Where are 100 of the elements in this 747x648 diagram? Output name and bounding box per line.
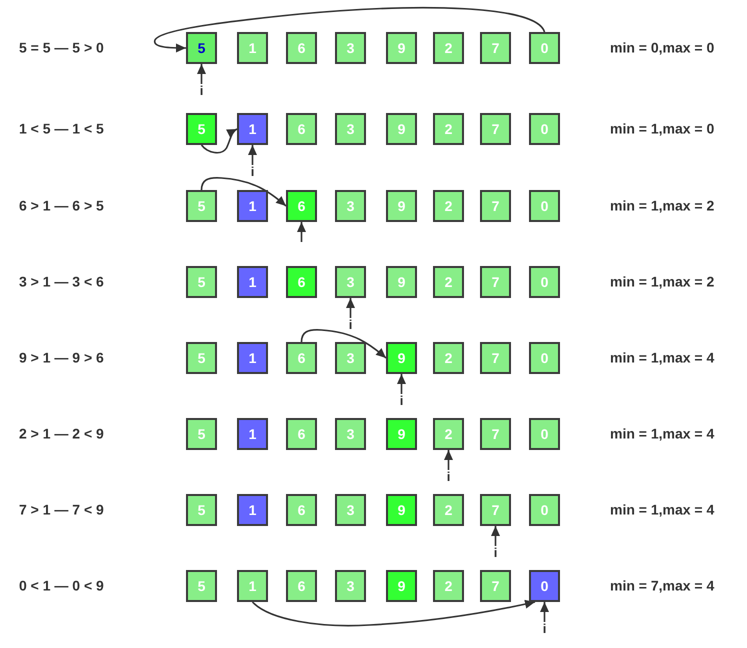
array-cell: 2 xyxy=(433,266,464,298)
array-cell: 6 xyxy=(286,342,317,374)
array-cell: 5 xyxy=(186,113,217,145)
array-cell: 6 xyxy=(286,570,317,602)
array-cell: 0 xyxy=(529,113,560,145)
min-max-text: min = 1,max = 2 xyxy=(610,196,714,216)
arrow xyxy=(248,145,257,165)
array-cell: 2 xyxy=(433,342,464,374)
array-cell: 5 xyxy=(186,418,217,450)
min-max-text: min = 1,max = 0 xyxy=(610,120,714,138)
pointer-label: i xyxy=(196,84,206,98)
pointer-label: i xyxy=(396,394,406,408)
array-cell: 9 xyxy=(386,190,417,222)
array-cell: 0 xyxy=(529,494,560,526)
arrow xyxy=(444,450,453,470)
array-cell: 3 xyxy=(335,113,366,145)
array-cell: 1 xyxy=(237,418,268,450)
arrow xyxy=(397,374,406,394)
array-cell: 2 xyxy=(433,418,464,450)
array-cell: 2 xyxy=(433,494,464,526)
array-cell: 1 xyxy=(237,494,268,526)
array-cell: 2 xyxy=(433,190,464,222)
array-cell: 5 xyxy=(186,494,217,526)
array-cell: 9 xyxy=(386,494,417,526)
array-cell: 7 xyxy=(480,113,511,145)
array-cell: 7 xyxy=(480,494,511,526)
array-cell: 9 xyxy=(386,342,417,374)
comparison-text: 6 > 1 — 6 > 5 xyxy=(19,196,104,216)
array-cell: 9 xyxy=(386,570,417,602)
curved-arrow xyxy=(200,177,287,207)
array-cell: 5 xyxy=(186,266,217,298)
comparison-text: 3 > 1 — 3 < 6 xyxy=(19,272,104,292)
comparison-text: 9 > 1 — 9 > 6 xyxy=(19,348,104,368)
array-cell: 0 xyxy=(529,570,560,602)
curved-arrow xyxy=(154,7,546,52)
pointer-label: i xyxy=(540,622,550,636)
array-cell: 1 xyxy=(237,266,268,298)
curved-arrow xyxy=(252,600,536,626)
array-cell: 6 xyxy=(286,190,317,222)
array-cell: 2 xyxy=(433,570,464,602)
array-cell: 2 xyxy=(433,113,464,145)
array-cell: 1 xyxy=(237,570,268,602)
array-cell: 5 xyxy=(186,342,217,374)
array-cell: 7 xyxy=(480,570,511,602)
array-cell: 7 xyxy=(480,266,511,298)
array-cell: 0 xyxy=(529,32,560,64)
comparison-text: 5 = 5 — 5 > 0 xyxy=(19,38,104,58)
min-max-text: min = 1,max = 4 xyxy=(610,424,714,444)
pointer-label: i xyxy=(346,318,356,332)
array-cell: 0 xyxy=(529,190,560,222)
array-cell: 7 xyxy=(480,342,511,374)
arrow xyxy=(491,526,500,546)
pointer-label: i xyxy=(490,546,500,560)
array-cell: 5 xyxy=(186,32,217,64)
array-cell: 6 xyxy=(286,32,317,64)
array-cell: 7 xyxy=(480,190,511,222)
array-cell: 6 xyxy=(286,418,317,450)
array-cell: 5 xyxy=(186,190,217,222)
array-cell: 3 xyxy=(335,494,366,526)
curved-arrow xyxy=(300,329,387,359)
pointer-label: i xyxy=(444,470,454,484)
array-cell: 1 xyxy=(237,190,268,222)
comparison-text: 2 > 1 — 2 < 9 xyxy=(19,424,104,444)
array-cell: 9 xyxy=(386,266,417,298)
array-cell: 7 xyxy=(480,418,511,450)
array-cell: 9 xyxy=(386,113,417,145)
comparison-text: 1 < 5 — 1 < 5 xyxy=(19,120,104,138)
pointer-label: i xyxy=(248,165,258,179)
arrow xyxy=(540,602,549,622)
array-cell: 3 xyxy=(335,342,366,374)
array-cell: 3 xyxy=(335,266,366,298)
array-cell: 7 xyxy=(480,32,511,64)
array-cell: 6 xyxy=(286,266,317,298)
arrow xyxy=(197,64,206,84)
array-cell: 0 xyxy=(529,266,560,298)
array-cell: 1 xyxy=(237,32,268,64)
array-cell: 9 xyxy=(386,32,417,64)
array-cell: 3 xyxy=(335,190,366,222)
min-max-text: min = 1,max = 4 xyxy=(610,348,714,368)
array-cell: 1 xyxy=(237,342,268,374)
array-cell: 2 xyxy=(433,32,464,64)
array-cell: 0 xyxy=(529,342,560,374)
min-max-text: min = 0,max = 0 xyxy=(610,38,714,58)
array-cell: 1 xyxy=(237,113,268,145)
arrow xyxy=(346,298,355,318)
comparison-text: 7 > 1 — 7 < 9 xyxy=(19,500,104,520)
curved-arrow xyxy=(200,128,238,154)
min-max-text: min = 7,max = 4 xyxy=(610,576,714,596)
array-cell: 9 xyxy=(386,418,417,450)
array-cell: 3 xyxy=(335,570,366,602)
array-cell: 3 xyxy=(335,32,366,64)
array-cell: 0 xyxy=(529,418,560,450)
array-cell: 6 xyxy=(286,494,317,526)
array-cell: 5 xyxy=(186,570,217,602)
min-max-text: min = 1,max = 4 xyxy=(610,500,714,520)
comparison-text: 0 < 1 — 0 < 9 xyxy=(19,576,104,596)
arrow xyxy=(297,222,306,242)
array-cell: 3 xyxy=(335,418,366,450)
array-cell: 6 xyxy=(286,113,317,145)
min-max-text: min = 1,max = 2 xyxy=(610,272,714,292)
